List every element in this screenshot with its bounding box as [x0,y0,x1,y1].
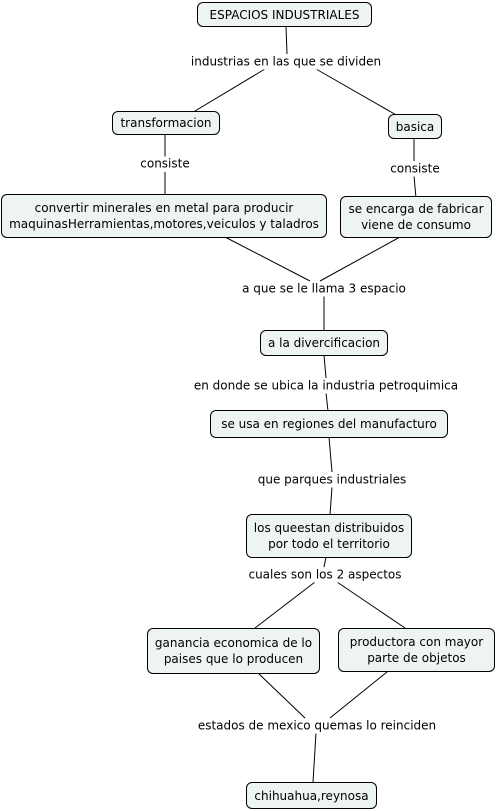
line-ganancia-estados [257,672,306,719]
link-label-espacio[interactable]: a que se le llama 3 espacio [240,281,408,297]
node-label: productora con mayor parte de objetos [349,635,484,665]
line-parques-distribuidos [329,486,333,516]
line-dividen-transformacion [189,68,266,115]
node-convertir-minerales[interactable]: convertir minerales en metal para produc… [1,194,327,238]
node-label: ganancia economica de lo paises que lo p… [154,636,313,666]
node-label: basica [395,119,435,134]
link-label-petroquimica[interactable]: en donde se ubica la industria petroquim… [191,378,461,394]
link-label-aspectos[interactable]: cuales son los 2 aspectos [246,567,404,583]
node-espacios-industriales[interactable]: ESPACIOS INDUSTRIALES [197,2,372,27]
node-label: convertir minerales en metal para produc… [9,201,319,231]
node-label: transformacion [120,116,212,130]
node-distribuidos[interactable]: los queestan distribuidos por todo el te… [246,514,412,558]
line-aspectos-productora [336,581,406,629]
line-productora-estados [329,671,388,719]
link-label-dividen[interactable]: industrias en las que se dividen [188,54,384,70]
node-basica[interactable]: basica [388,114,442,139]
line-aspectos-ganancia [254,581,316,629]
node-transformacion[interactable]: transformacion [112,111,220,135]
line-fabricar-espacio [319,236,401,282]
node-label: los queestan distribuidos por todo el te… [253,521,405,551]
link-label-consiste-right[interactable]: consiste [388,161,442,177]
line-divercificacion-petroquimica [323,354,327,379]
line-petroquimica-manufacturo [325,392,329,412]
line-distribuidos-aspectos [323,556,327,568]
link-label-consiste-left[interactable]: consiste [138,156,192,172]
node-label: ESPACIOS INDUSTRIALES [209,7,360,22]
node-manufacturo[interactable]: se usa en regiones del manufacturo [210,410,448,438]
node-label: chihuahua,reynosa [254,788,369,803]
line-root-dividen [285,25,288,55]
node-divercificacion[interactable]: a la divercificacion [260,330,388,356]
node-ganancia[interactable]: ganancia economica de lo paises que lo p… [147,628,320,674]
line-estados-chihuahua [312,732,317,783]
line-dividen-basica [315,68,399,117]
link-label-estados[interactable]: estados de mexico quemas lo reinciden [195,718,439,734]
node-chihuahua[interactable]: chihuahua,reynosa [246,782,377,809]
node-productora[interactable]: productora con mayor parte de objetos [338,628,495,672]
node-fabricar[interactable]: se encarga de fabricar viene de consumo [340,196,492,238]
node-label: a la divercificacion [267,336,381,350]
node-label: se usa en regiones del manufacturo [221,417,437,431]
line-consiste-fabricar [413,175,417,199]
link-label-parques[interactable]: que parques industriales [255,472,409,488]
line-manufacturo-parques [328,436,333,473]
node-label: se encarga de fabricar viene de consumo [348,202,484,232]
line-convertir-espacio [224,236,311,282]
